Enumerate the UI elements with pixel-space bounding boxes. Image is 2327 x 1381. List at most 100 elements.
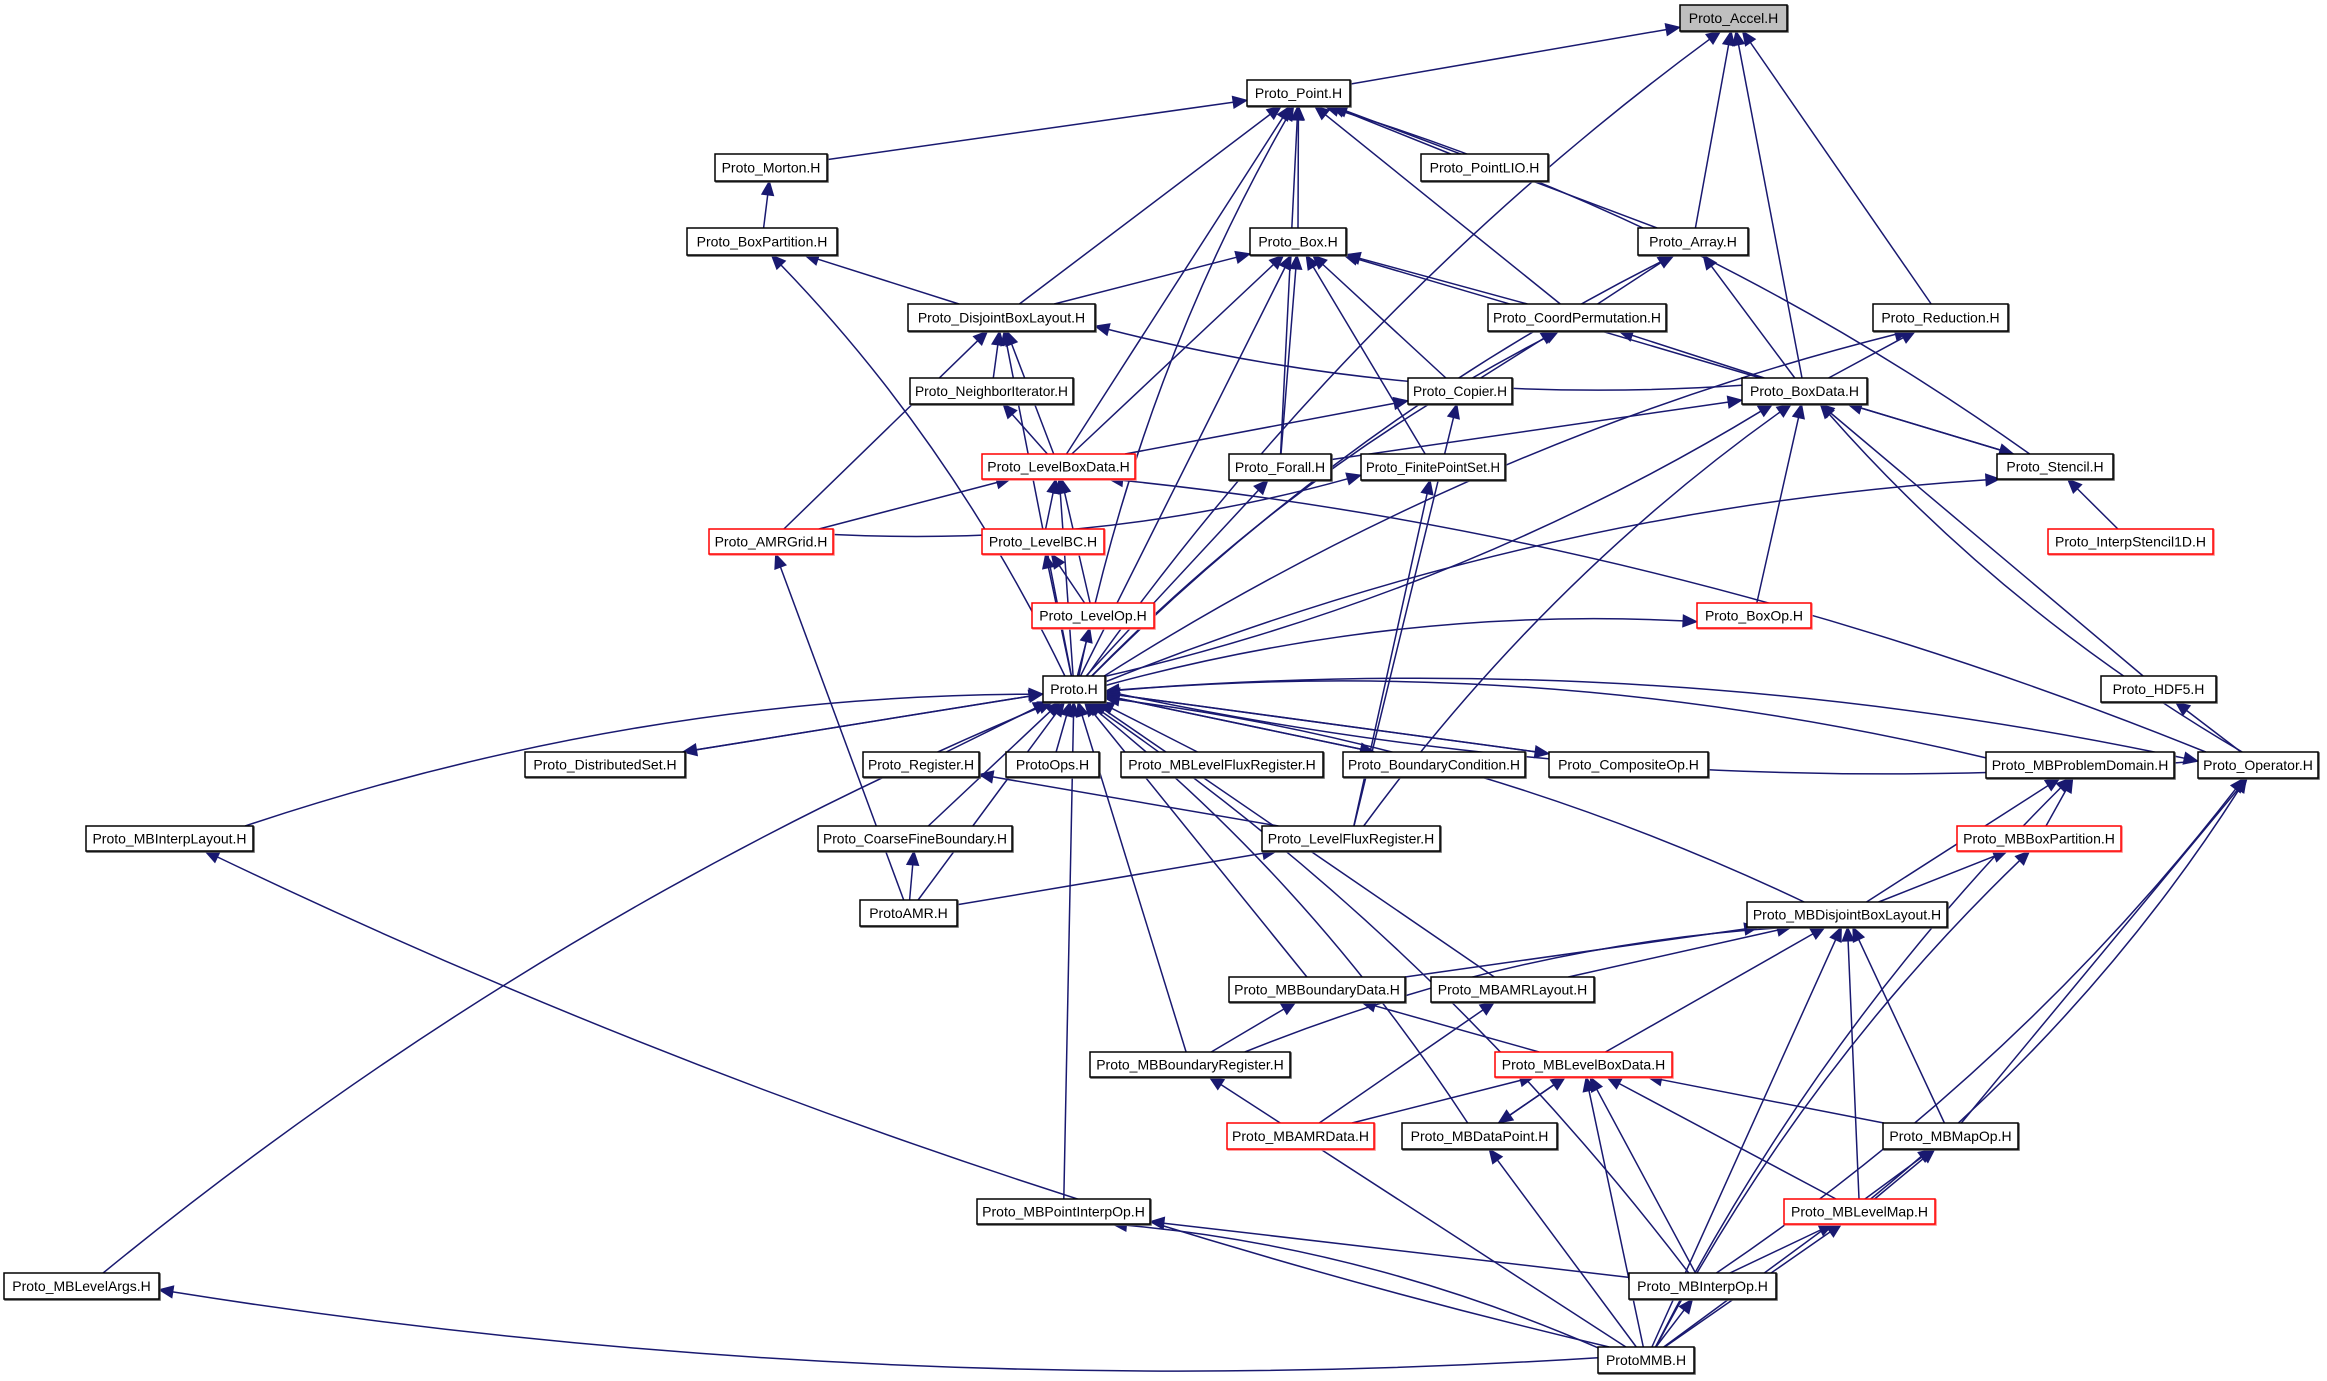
arrowhead-icon <box>2055 777 2072 794</box>
edge-proto-to-distributedset <box>681 693 1044 757</box>
node-neighboriter[interactable]: Proto_NeighborIterator.H <box>909 377 1075 406</box>
node-dbl[interactable]: Proto_DisjointBoxLayout.H <box>907 303 1097 333</box>
edge-line <box>1086 38 1710 677</box>
edge-line <box>1655 1309 1685 1348</box>
node-coordperm[interactable]: Proto_CoordPermutation.H <box>1487 303 1668 333</box>
node-label: Proto_MBAMRLayout.H <box>1438 982 1587 998</box>
node-label: Proto_MBLevelArgs.H <box>12 1278 151 1294</box>
edge-line <box>826 101 1234 161</box>
node-box[interactable]: Proto_Box.H <box>1249 227 1348 257</box>
node-box <box>1360 453 1506 481</box>
arrowhead-icon <box>1705 30 1722 46</box>
node-box <box>817 825 1013 852</box>
edge-mblevelboxdata-to-mbboundarydata <box>1360 999 1540 1053</box>
arrowhead-icon <box>1053 477 1068 494</box>
node-mbamrlayout[interactable]: Proto_MBAMRLayout.H <box>1430 976 1596 1004</box>
node-boxpartition[interactable]: Proto_BoxPartition.H <box>686 227 839 257</box>
node-box <box>1679 4 1788 32</box>
arrowhead-icon <box>1392 396 1410 411</box>
node-levelboxdata[interactable]: Proto_LevelBoxData.H <box>981 453 1137 481</box>
node-mbboundarydata[interactable]: Proto_MBBoundaryData.H <box>1228 976 1407 1004</box>
edge-line <box>696 693 1044 751</box>
node-reduction[interactable]: Proto_Reduction.H <box>1872 303 2010 333</box>
node-levelop[interactable]: Proto_LevelOp.H <box>1031 602 1156 630</box>
node-box <box>85 825 254 852</box>
edge-protommb-to-mbinterpop <box>1655 1297 1694 1348</box>
node-mbinterpop[interactable]: Proto_MBInterpOp.H <box>1628 1272 1778 1301</box>
node-copier[interactable]: Proto_Copier.H <box>1407 377 1514 406</box>
node-mbdatapoint[interactable]: Proto_MBDataPoint.H <box>1401 1122 1559 1151</box>
edge-line <box>832 478 1348 538</box>
node-mblevelmap[interactable]: Proto_MBLevelMap.H <box>1783 1198 1937 1226</box>
edge-mbdbl-to-mbboxpartition <box>1878 850 2009 903</box>
node-finitepointset[interactable]: Proto_FinitePointSet.H <box>1360 453 1507 482</box>
node-levelfluxregister[interactable]: Proto_LevelFluxRegister.H <box>1261 825 1442 853</box>
arrowhead-icon <box>2182 751 2200 765</box>
node-operator[interactable]: Proto_Operator.H <box>2197 751 2320 780</box>
edge-mbamrdata-to-mbamrlayout <box>1318 1001 1496 1124</box>
node-label: Proto_LevelOp.H <box>1039 608 1146 624</box>
node-label: Proto_Box.H <box>1258 234 1337 250</box>
node-label: Proto_BoxPartition.H <box>697 234 828 250</box>
node-boundarycondition[interactable]: Proto_BoundaryCondition.H <box>1342 751 1527 779</box>
node-label: Proto_MBDisjointBoxLayout.H <box>1753 907 1941 923</box>
node-boxop[interactable]: Proto_BoxOp.H <box>1696 602 1813 630</box>
node-mbboundaryregister[interactable]: Proto_MBBoundaryRegister.H <box>1089 1051 1292 1079</box>
node-coarsefineboundary[interactable]: Proto_CoarseFineBoundary.H <box>817 825 1014 853</box>
node-protommb[interactable]: ProtoMMB.H <box>1597 1346 1696 1375</box>
node-protoamr[interactable]: ProtoAMR.H <box>859 899 959 928</box>
node-box <box>1228 453 1332 481</box>
node-forall[interactable]: Proto_Forall.H <box>1228 453 1333 482</box>
edge-forall-to-boxdata <box>1330 395 1744 461</box>
node-mblevelboxdata[interactable]: Proto_MBLevelBoxData.H <box>1494 1051 1674 1079</box>
edge-protoamr-to-levelfluxregister <box>956 846 1279 906</box>
edge-line <box>1279 119 1298 455</box>
arrowhead-icon <box>1682 614 1699 628</box>
node-register[interactable]: Proto_Register.H <box>862 751 981 779</box>
node-mbmapop[interactable]: Proto_MBMapOp.H <box>1882 1122 2020 1151</box>
edge-line <box>217 856 1610 1348</box>
node-mblevelargs[interactable]: Proto_MBLevelArgs.H <box>3 1272 161 1301</box>
arrowhead-icon <box>1050 552 1066 570</box>
edge-operator-to-hdf5 <box>2174 701 2242 753</box>
edge-line <box>1058 565 1086 604</box>
arrowhead-icon <box>1280 104 1295 122</box>
edge-line <box>783 340 979 530</box>
node-proto[interactable]: Proto.H <box>1042 675 1107 704</box>
node-mbdbl[interactable]: Proto_MBDisjointBoxLayout.H <box>1746 901 1949 929</box>
node-point[interactable]: Proto_Point.H <box>1246 79 1352 108</box>
edge-mbamrlayout-to-mbdbl <box>1568 923 1793 978</box>
node-array[interactable]: Proto_Array.H <box>1637 227 1750 257</box>
edge-line <box>1078 117 1288 677</box>
node-mbboxpartition[interactable]: Proto_MBBoxPartition.H <box>1956 825 2123 853</box>
edge-line <box>1104 677 2185 759</box>
edge-protoamr-to-amrgrid <box>774 552 905 901</box>
node-box <box>1407 377 1513 405</box>
node-interpstencil1d[interactable]: Proto_InterpStencil1D.H <box>2047 528 2215 556</box>
node-mbinterplayout[interactable]: Proto_MBInterpLayout.H <box>85 825 255 853</box>
arrowhead-icon <box>1984 473 2002 487</box>
node-mbamrdata[interactable]: Proto_MBAMRData.H <box>1226 1122 1376 1151</box>
node-levelbc[interactable]: Proto_LevelBC.H <box>981 528 1106 556</box>
edge-line <box>818 481 998 530</box>
node-mblevelfluxregister[interactable]: Proto_MBLevelFluxRegister.H <box>1120 751 1325 779</box>
node-label: Proto_MBAMRData.H <box>1232 1128 1369 1144</box>
node-amrgrid[interactable]: Proto_AMRGrid.H <box>708 528 835 556</box>
arrowhead-icon <box>1533 745 1551 759</box>
node-pointlio[interactable]: Proto_PointLIO.H <box>1420 153 1550 183</box>
node-compositeop[interactable]: Proto_CompositeOp.H <box>1548 751 1710 779</box>
node-mbproblemdomain[interactable]: Proto_MBProblemDomain.H <box>1985 751 2176 780</box>
node-protoops[interactable]: ProtoOps.H <box>1005 751 1101 779</box>
node-mbpointinterpop[interactable]: Proto_MBPointInterpOp.H <box>976 1198 1152 1226</box>
node-boxdata[interactable]: Proto_BoxData.H <box>1741 377 1869 406</box>
node-morton[interactable]: Proto_Morton.H <box>714 153 829 183</box>
node-box <box>3 1272 160 1300</box>
edge-protommb-to-mbpointinterpop <box>1111 1218 1599 1349</box>
node-accel[interactable]: Proto_Accel.H <box>1679 4 1789 33</box>
node-stencil[interactable]: Proto_Stencil.H <box>1996 453 2115 481</box>
arrowhead-icon <box>1446 402 1460 420</box>
node-hdf5[interactable]: Proto_HDF5.H <box>2100 675 2218 704</box>
arrowhead-icon <box>1289 253 1303 270</box>
node-distributedset[interactable]: Proto_DistributedSet.H <box>524 751 687 779</box>
